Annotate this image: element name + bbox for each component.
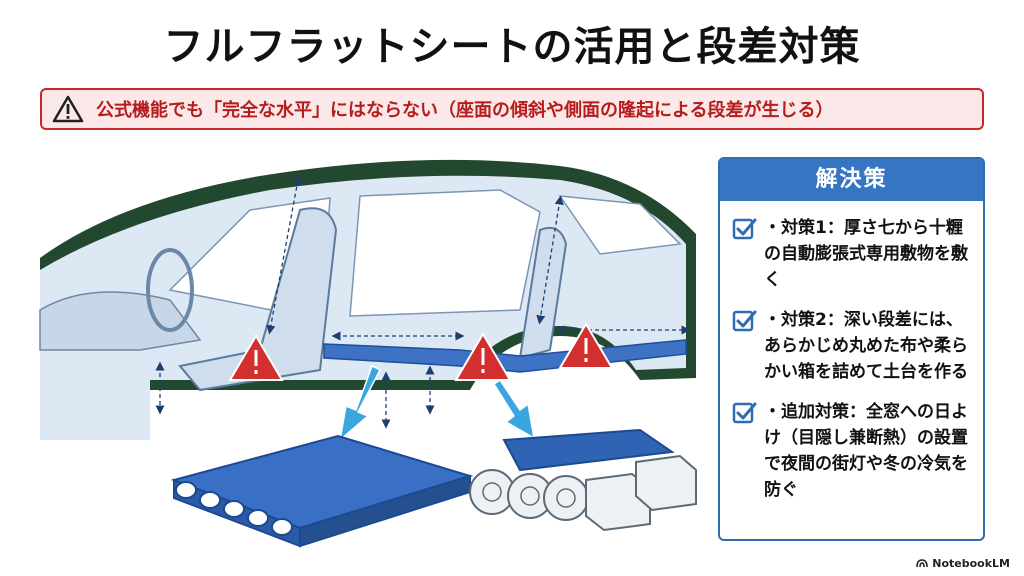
measure-text: ・対策1：厚さ七から十糎の自動膨張式専用敷物を敷く: [764, 218, 968, 290]
warning-triangle-icon: [52, 95, 84, 123]
checkbox-checked-icon: [732, 402, 757, 424]
steering-wheel: [146, 248, 194, 332]
solution-panel: 解決策 ・対策1：厚さ七から十糎の自動膨張式専用敷物を敷く ・対策2：深い段差に…: [718, 157, 985, 541]
rolled-cloths-and-boxes: [469, 428, 697, 532]
callout-arrow: [492, 378, 536, 440]
warning-triangle-icon: [558, 322, 614, 369]
warning-text: 公式機能でも「完全な水平」にはならない（座面の傾斜や側面の隆起による段差が生じる…: [96, 100, 834, 121]
callout-arrow: [338, 364, 382, 442]
warning-triangle-icon: [454, 332, 512, 381]
measure-item: ・対策1：厚さ七から十糎の自動膨張式専用敷物を敷く: [720, 215, 983, 293]
measure-text: ・追加対策：全窓への日よけ（目隠し兼断熱）の設置で夜間の街灯や冬の冷気を防ぐ: [764, 402, 968, 500]
notebooklm-logo-icon: [916, 559, 929, 568]
panel-header: 解決策: [720, 159, 983, 201]
page-title: フルフラットシートの活用と段差対策: [163, 24, 861, 70]
measure-item: ・追加対策：全窓への日よけ（目隠し兼断熱）の設置で夜間の街灯や冬の冷気を防ぐ: [720, 399, 983, 503]
dashboard: [39, 291, 202, 351]
checkbox-checked-icon: [732, 310, 757, 332]
warning-triangle-icon: [228, 334, 284, 381]
measure-text: ・対策2：深い段差には、あらかじめ丸めた布や柔らかい箱を詰めて土台を作る: [764, 310, 968, 382]
warning-banner: 公式機能でも「完全な水平」にはならない（座面の傾斜や側面の隆起による段差が生じる…: [40, 88, 984, 130]
car-interior-illustration: [39, 159, 697, 548]
measure-item: ・対策2：深い段差には、あらかじめ丸めた布や柔らかい箱を詰めて土台を作る: [720, 307, 983, 385]
brand-text: NotebookLM: [932, 557, 1010, 570]
brand-label: NotebookLM: [916, 557, 1010, 570]
checkbox-checked-icon: [732, 218, 757, 240]
self-inflating-mat: [170, 434, 474, 548]
rear-window: [349, 189, 541, 317]
back-window: [558, 195, 682, 255]
